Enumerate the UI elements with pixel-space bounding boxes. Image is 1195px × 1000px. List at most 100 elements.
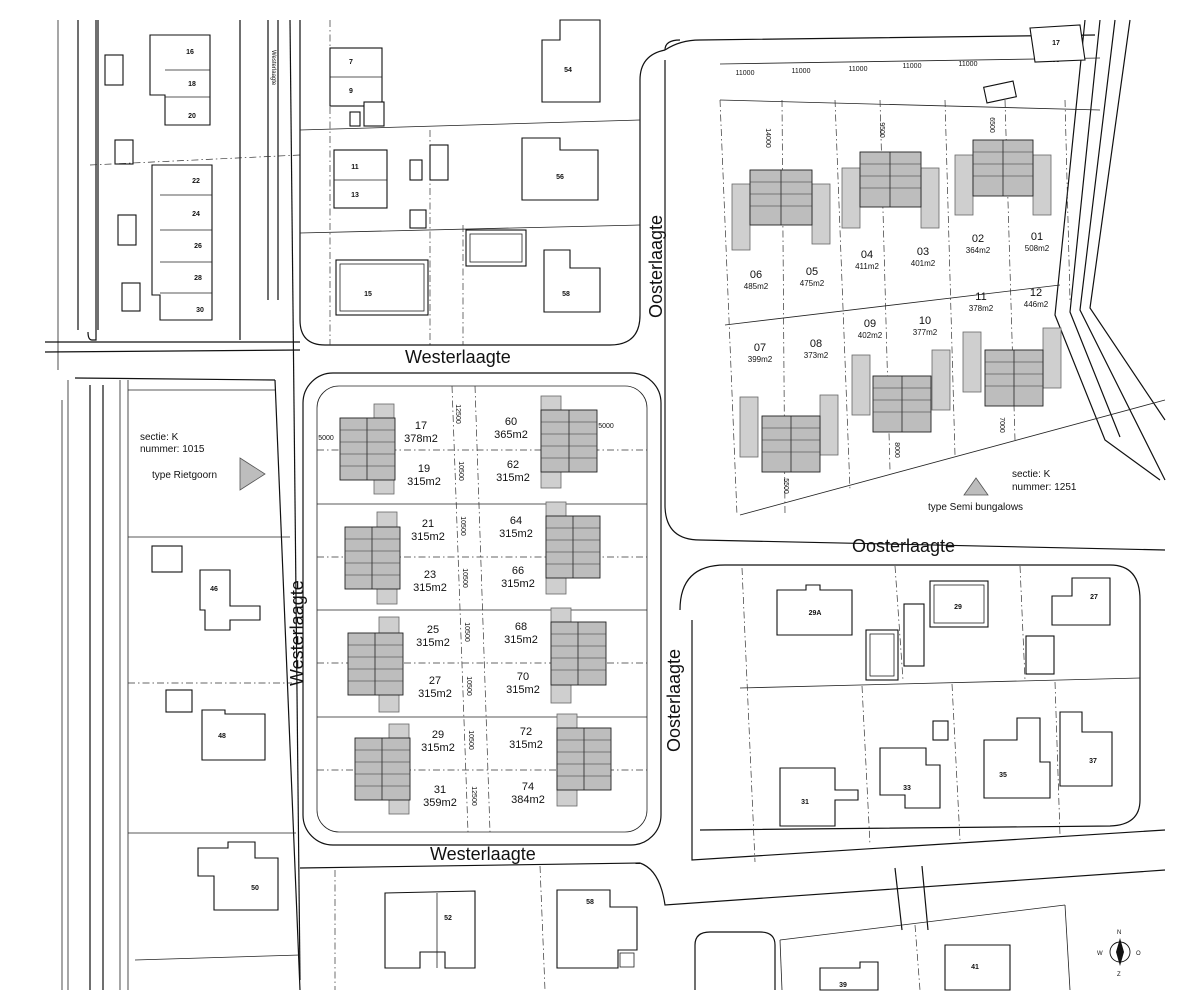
house-number: 41 — [971, 964, 979, 971]
dimension-label: 10500 — [467, 730, 474, 750]
lot-area: 508m2 — [1025, 244, 1050, 253]
dimension-label: 10500 — [457, 461, 464, 481]
nummer-label-east: nummer: 1251 — [1012, 482, 1077, 493]
lot-number: 62 — [507, 459, 519, 471]
house-number: 26 — [194, 243, 202, 250]
house-number: 58 — [586, 899, 594, 906]
house-number: 11 — [351, 164, 359, 171]
house-number: 35 — [999, 772, 1007, 779]
lot-area: 315m2 — [501, 578, 535, 590]
lot-number: 03 — [917, 246, 929, 258]
lot-area: 401m2 — [911, 259, 936, 268]
lot-number: 25 — [427, 624, 439, 636]
house-number: 48 — [218, 733, 226, 740]
house-pair-60-62 — [540, 395, 598, 489]
north-arrow-compass-icon: N O Z W — [1097, 930, 1141, 978]
compass-o: O — [1136, 951, 1141, 957]
lot-number: 19 — [418, 463, 430, 475]
lot-area: 315m2 — [509, 739, 543, 751]
type-label-west: type Rietgoorn — [152, 470, 217, 481]
lot-number: 72 — [520, 726, 532, 738]
central-block: 17 378m2 19 315m2 21 315m2 23 315m2 25 3… — [302, 372, 662, 846]
lot-area: 315m2 — [504, 634, 538, 646]
house-number: 30 — [196, 307, 204, 314]
lot-number: 27 — [429, 675, 441, 687]
lot-area: 364m2 — [966, 246, 991, 255]
house-number: 17 — [1052, 40, 1060, 47]
dimension-label: 14000 — [764, 128, 771, 148]
south-east-block: 29A 29 27 31 33 35 37 — [679, 564, 1166, 863]
lot-area: 378m2 — [969, 304, 994, 313]
dimension-label: 11000 — [903, 63, 922, 70]
triangle-marker-icon — [239, 457, 266, 491]
west-column-houses: 16 18 20 22 24 26 28 30 — [89, 34, 301, 321]
sectie-label-west: sectie: K — [140, 432, 179, 443]
street-label-westerlaagte-north: Westerlaagte — [405, 347, 511, 367]
house-number: 27 — [1090, 594, 1098, 601]
lot-number: 21 — [422, 518, 434, 530]
street-label-oosterlaagte-vertical-south: Oosterlaagte — [664, 649, 684, 752]
dimension-label: 7000 — [998, 417, 1005, 433]
house-number: 9 — [349, 88, 353, 95]
house-number: 58 — [562, 291, 570, 298]
lot-area: 378m2 — [404, 433, 438, 445]
dimension-label: 11000 — [959, 61, 978, 68]
house-number: 29 — [954, 604, 962, 611]
lot-number: 70 — [517, 671, 529, 683]
lot-area: 359m2 — [423, 797, 457, 809]
lot-area: 315m2 — [496, 472, 530, 484]
lot-area: 315m2 — [411, 531, 445, 543]
lot-area: 475m2 — [800, 279, 825, 288]
lot-number: 06 — [750, 269, 762, 281]
house-number: 33 — [903, 785, 911, 792]
dimension-label: 10500 — [461, 568, 468, 588]
house-number: 18 — [188, 81, 196, 88]
house-number: 52 — [444, 915, 452, 922]
dimension-label: 11000 — [736, 70, 755, 77]
street-label-oosterlaagte-vertical-north: Oosterlaagte — [646, 215, 666, 318]
type-label-east: type Semi bungalows — [928, 502, 1023, 513]
house-number: 20 — [188, 113, 196, 120]
street-label-westerlaagte-small: Westerlaagte — [270, 50, 276, 86]
house-number: 22 — [192, 178, 200, 185]
lot-number: 31 — [434, 784, 446, 796]
roof-hatching — [340, 421, 611, 787]
lot-area: 446m2 — [1024, 300, 1049, 309]
street-label-westerlaagte-vertical: Westerlaagte — [287, 580, 307, 686]
lot-area: 365m2 — [494, 429, 528, 441]
dimension-label: 10500 — [459, 516, 466, 536]
lot-number: 07 — [754, 342, 766, 354]
dimension-label: 6500 — [988, 117, 995, 133]
lot-area: 373m2 — [804, 351, 829, 360]
lot-number: 01 — [1031, 231, 1043, 243]
lot-area: 315m2 — [413, 582, 447, 594]
lot-area: 384m2 — [511, 794, 545, 806]
house-number: 29A — [809, 610, 822, 617]
nummer-label-west: nummer: 1015 — [140, 444, 205, 455]
house-pair-25-27 — [347, 616, 404, 713]
lot-number: 05 — [806, 266, 818, 278]
house-number: 15 — [364, 291, 372, 298]
street-label-westerlaagte-south: Westerlaagte — [430, 844, 536, 864]
house-number: 39 — [839, 982, 847, 989]
dimension-label: 11000 — [849, 66, 868, 73]
house-number: 13 — [351, 192, 359, 199]
house-pair-17-19 — [339, 403, 396, 495]
compass-w: W — [1097, 951, 1103, 957]
dimension-label: 12500 — [454, 404, 461, 424]
sectie-label-east: sectie: K — [1012, 469, 1051, 480]
dimension-label: 5500 — [782, 478, 789, 494]
upper-middle-block: 7 9 11 13 15 54 56 58 — [299, 19, 666, 346]
west-lower-block: sectie: K nummer: 1015 type Rietgoorn 46… — [128, 389, 301, 961]
west-road-lines — [44, 19, 301, 991]
house-number: 54 — [564, 67, 572, 74]
lot-area: 315m2 — [418, 688, 452, 700]
lot-number: 12 — [1030, 287, 1042, 299]
lot-area: 315m2 — [421, 742, 455, 754]
house-pair-21-23 — [344, 511, 401, 605]
house-pair-72-74 — [556, 713, 612, 807]
lot-number: 08 — [810, 338, 822, 350]
house-number: 16 — [186, 49, 194, 56]
